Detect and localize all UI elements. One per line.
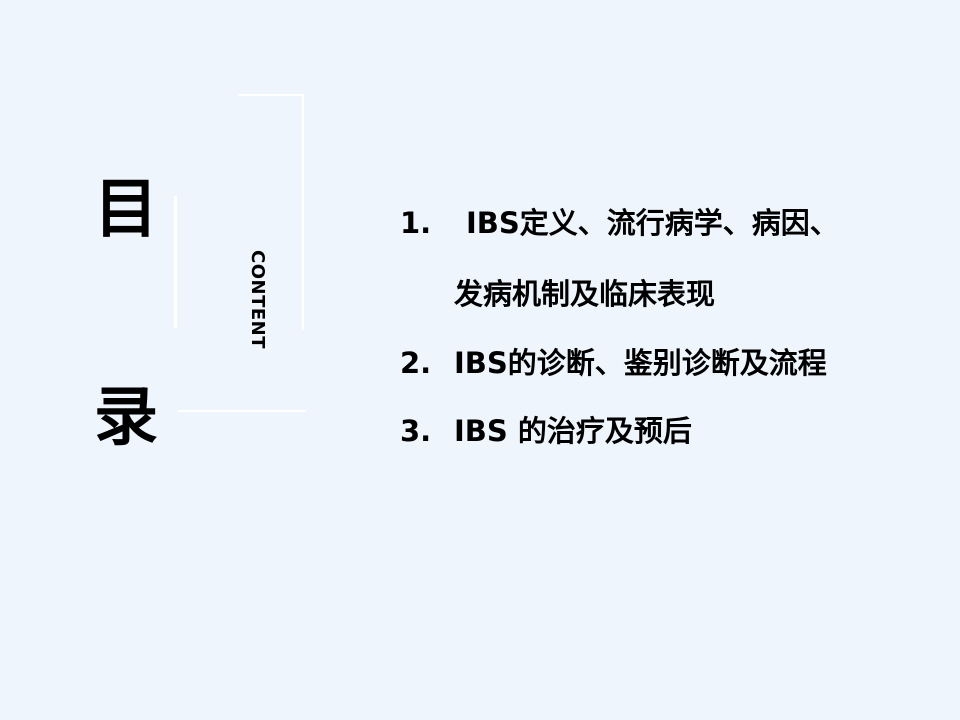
toc-text-line: IBS定义、流行病学、病因、	[466, 206, 839, 240]
decor-line-left	[174, 196, 177, 328]
content-label: CONTENT	[247, 250, 268, 349]
decor-line-top	[238, 94, 304, 96]
toc-number: 1.	[400, 206, 432, 240]
table-of-contents: 1. IBS定义、流行病学、病因、 发病机制及临床表现 2. IBS的诊断、鉴别…	[400, 206, 940, 449]
toc-text-line: IBS的诊断、鉴别诊断及流程	[454, 345, 827, 380]
decor-line-right	[302, 94, 304, 330]
toc-text: IBS的诊断、鉴别诊断及流程	[454, 346, 827, 381]
toc-item-1: 1. IBS定义、流行病学、病因、 发病机制及临床表现	[400, 206, 940, 312]
toc-item-3: 3. IBS 的治疗及预后	[400, 414, 940, 449]
decor-line-bottom	[178, 410, 306, 412]
toc-text: IBS定义、流行病学、病因、 发病机制及临床表现	[454, 206, 839, 312]
toc-text-line: IBS 的治疗及预后	[454, 414, 692, 449]
toc-number: 3.	[400, 414, 432, 449]
title-char-top: 目	[94, 173, 158, 247]
toc-item-2: 2. IBS的诊断、鉴别诊断及流程	[400, 346, 940, 381]
toc-text: IBS 的治疗及预后	[454, 414, 692, 449]
title-char-bottom: 录	[94, 381, 158, 455]
toc-text-line: 发病机制及临床表现	[454, 276, 716, 311]
toc-number: 2.	[400, 345, 432, 380]
